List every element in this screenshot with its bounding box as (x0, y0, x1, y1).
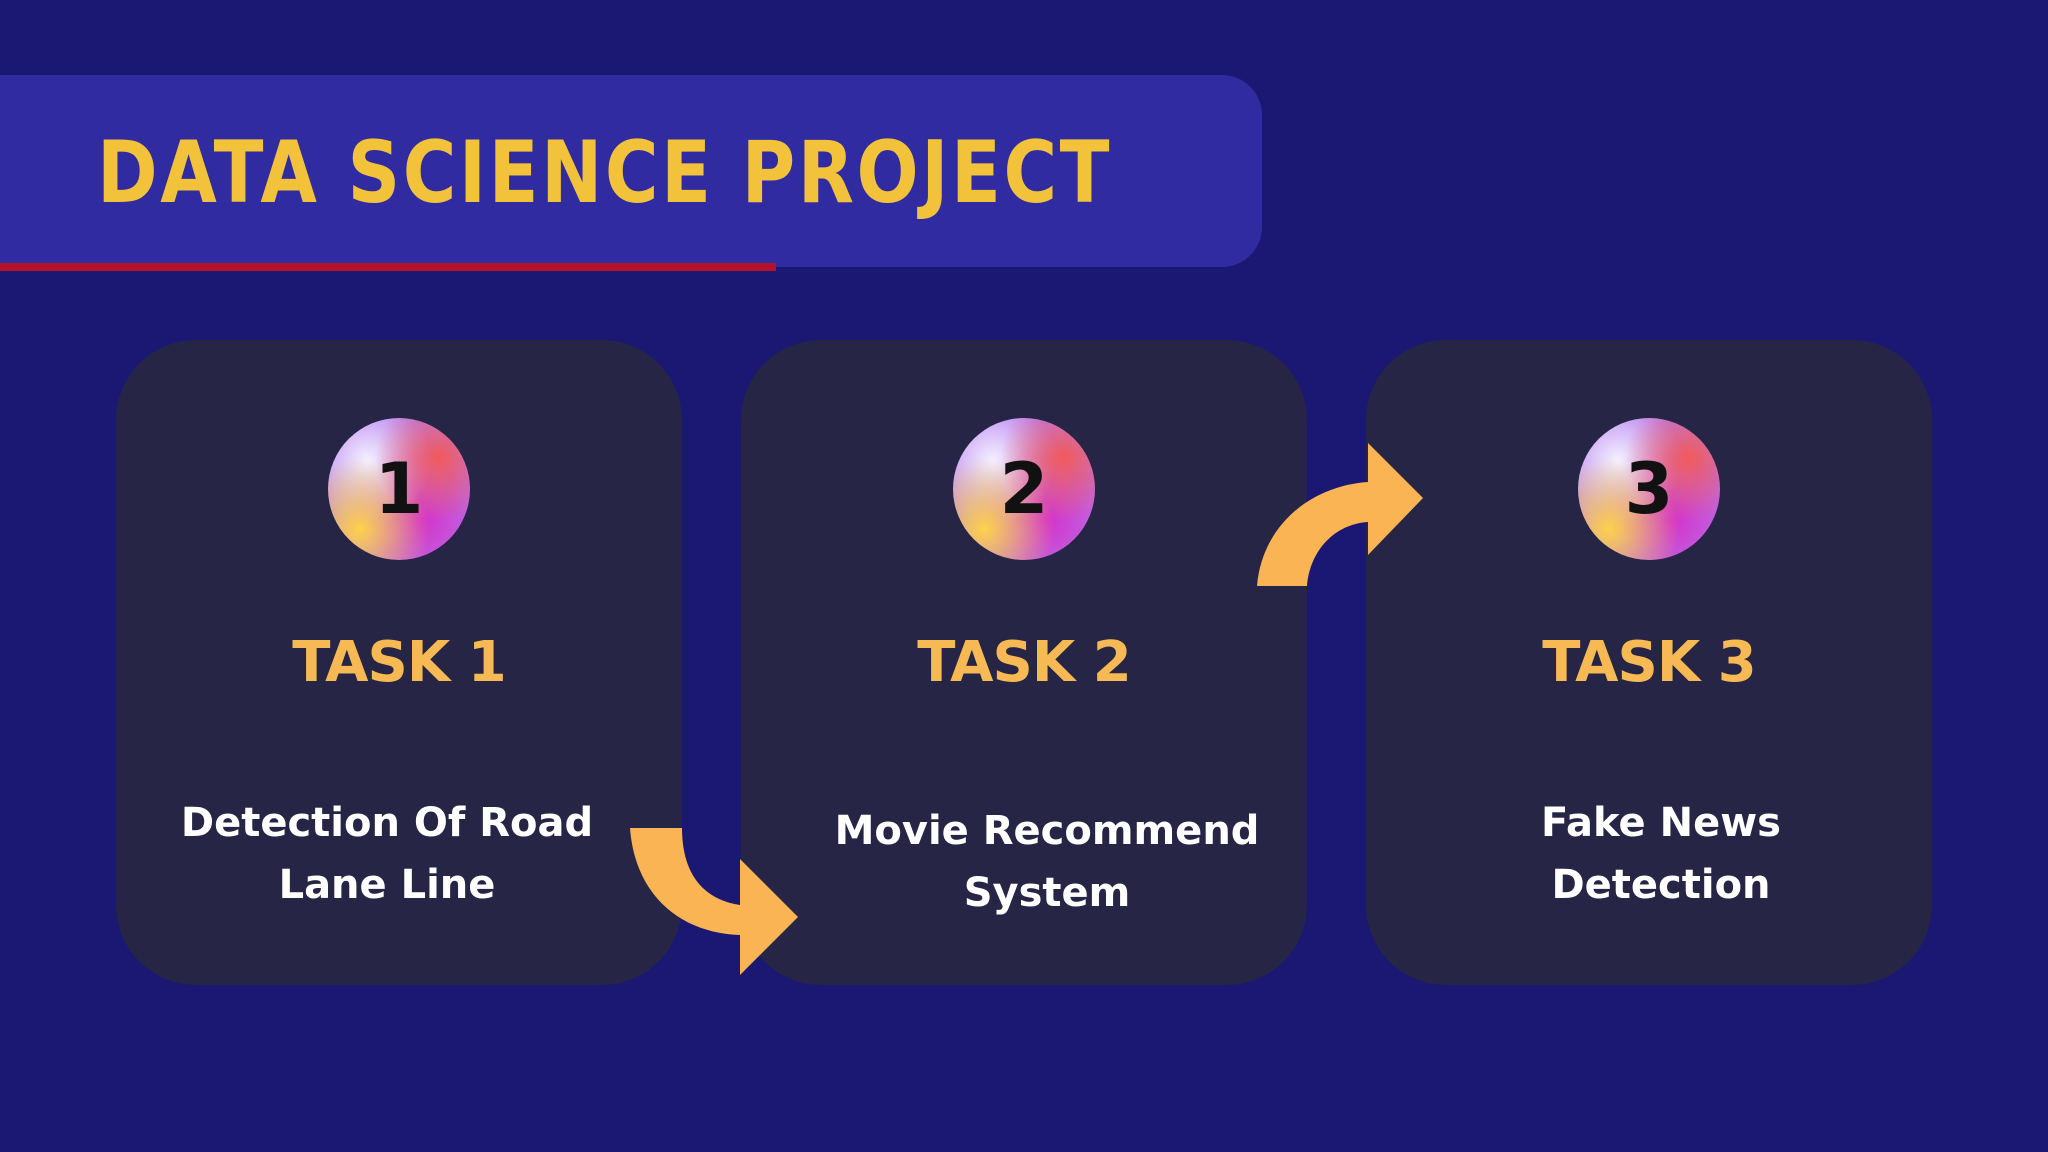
task-description-line: Lane Line (278, 862, 496, 908)
arrow-shape (630, 828, 798, 975)
task-label: TASK 2 (917, 630, 1131, 695)
task-label: TASK 1 (292, 630, 506, 695)
task-description-line: Detection (1551, 862, 1771, 908)
task-description-line: Detection Of Road (180, 800, 594, 846)
task-number-badge: 3 (1578, 418, 1720, 560)
task-description-line: Fake News (1541, 800, 1781, 846)
task-card-2: 2 TASK 2 Movie Recommend System (741, 340, 1307, 985)
task-label: TASK 3 (1542, 630, 1756, 695)
task-description-line: Movie Recommend (834, 808, 1260, 854)
task-number: 2 (999, 448, 1049, 530)
task-number-badge: 1 (328, 418, 470, 560)
title-underline (0, 263, 776, 271)
task-number-badge: 2 (953, 418, 1095, 560)
task-number: 1 (374, 448, 424, 530)
arrow-shape (1257, 443, 1423, 586)
task-card-1: 1 TASK 1 Detection Of Road Lane Line (116, 340, 682, 985)
curved-arrow-icon (630, 828, 798, 975)
page-title: DATA SCIENCE PROJECT (97, 123, 1113, 223)
task-description: Fake News Detection (1378, 792, 1944, 916)
task-description: Movie Recommend System (764, 800, 1330, 924)
curved-arrow-icon (1257, 443, 1423, 586)
task-description-line: System (963, 870, 1131, 916)
task-card-3: 3 TASK 3 Fake News Detection (1366, 340, 1932, 985)
title-banner (0, 75, 1262, 267)
task-description: Detection Of Road Lane Line (104, 792, 670, 916)
task-number: 3 (1624, 448, 1674, 530)
